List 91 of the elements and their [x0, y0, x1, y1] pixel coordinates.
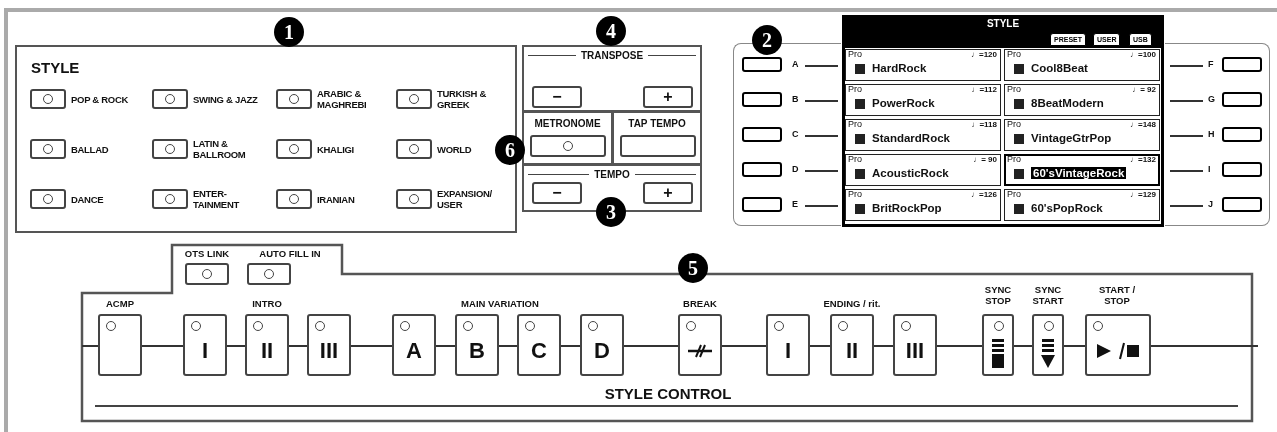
style-control-button: II [245, 314, 289, 376]
button-letter: D [792, 164, 799, 174]
button-label: WORLD [437, 142, 473, 157]
screen-text: ♩=112 [970, 85, 997, 94]
group-label: AUTO FILL IN [258, 248, 322, 259]
group-label: SYNC STOP [983, 284, 1013, 306]
group-label: SYNC START [1031, 284, 1065, 306]
button-label: SWING & JAZZ [193, 92, 259, 107]
button-label: ENTER- TAINMENT [193, 187, 241, 212]
screen-text: ♩=100 [1128, 50, 1156, 59]
button-label: POP & ROCK [71, 92, 129, 107]
button-letter: B [792, 94, 799, 104]
screen-text: Pro [1007, 189, 1021, 199]
screen-text: ♩= 90 [972, 155, 997, 164]
style-control-button: C [517, 314, 561, 376]
button-label: KHALIGI [317, 142, 355, 157]
callout-number: 2 [752, 25, 782, 55]
style-control-button: I [183, 314, 227, 376]
panel-title: METRONOME [533, 118, 602, 129]
panel-title: TAP TEMPO [627, 118, 687, 129]
screen-text: HardRock [872, 62, 927, 74]
group-label: ENDING / rit. [822, 298, 882, 309]
callout-number: 5 [678, 253, 708, 283]
style-control-button: B [455, 314, 499, 376]
panel-title: STYLE CONTROL [603, 385, 733, 402]
panel-title: STYLE [31, 59, 80, 76]
screen-text: ♩=148 [1128, 120, 1156, 129]
group-label: ACMP [105, 298, 135, 309]
button-letter: F [1208, 59, 1214, 69]
button-letter: C [792, 129, 799, 139]
callout-number: 1 [274, 17, 304, 47]
screen-text: Pro [1007, 49, 1021, 59]
screen-text: ♩=126 [969, 190, 997, 199]
style-control-button: II [830, 314, 874, 376]
button-label: IRANIAN [317, 192, 356, 207]
button-label: EXPANSION/ USER [437, 187, 493, 212]
screen-text: Pro [1007, 154, 1021, 164]
button-label: BALLAD [71, 142, 110, 157]
style-control-button: A [392, 314, 436, 376]
style-control-button: D [580, 314, 624, 376]
screen-text: ♩= 92 [1131, 85, 1156, 94]
panel-title: TEMPO [594, 169, 630, 180]
style-control-button: III [307, 314, 351, 376]
screen-text: Pro [848, 119, 862, 129]
panel-button: − [532, 182, 582, 204]
button-letter: I [1208, 164, 1211, 174]
style-control-button: I [766, 314, 810, 376]
display-screen [842, 15, 1164, 227]
button-letter: J [1208, 199, 1213, 209]
screen-text: Pro [848, 84, 862, 94]
panel-button: + [643, 86, 693, 108]
callout-number: 3 [596, 197, 626, 227]
button-group-panel [15, 45, 517, 233]
button-letter: H [1208, 129, 1215, 139]
screen-text: Pro [848, 154, 862, 164]
group-label: MAIN VARIATION [460, 298, 540, 309]
group-label: BREAK [682, 298, 718, 309]
button-letter: G [1208, 94, 1215, 104]
screen-text: PowerRock [872, 97, 935, 109]
button-label: LATIN & BALLROOM [193, 137, 247, 162]
screen-text: Cool8Beat [1031, 62, 1088, 74]
callout-number: 4 [596, 16, 626, 46]
button-letter: A [792, 59, 799, 69]
button-group-panel [80, 243, 1256, 423]
button-label: DANCE [71, 192, 105, 207]
group-label: INTRO [251, 298, 283, 309]
screen-text: ♩=129 [1128, 190, 1156, 199]
screen-title: STYLE [985, 18, 1021, 29]
panel-button: − [532, 86, 582, 108]
screen-text: Pro [848, 49, 862, 59]
panel-button: + [643, 182, 693, 204]
screen-text: ♩=120 [969, 50, 997, 59]
screen-text: ♩=132 [1128, 155, 1156, 164]
panel-title: TRANSPOSE [580, 50, 644, 61]
button-label: TURKISH & GREEK [437, 87, 488, 112]
screen-text: Pro [1007, 119, 1021, 129]
style-control-button: III [893, 314, 937, 376]
screen-text: ♩=118 [970, 120, 997, 129]
callout-number: 6 [495, 135, 525, 165]
screen-text: VintageGtrPop [1031, 132, 1112, 144]
group-label: START / STOP [1097, 284, 1137, 306]
screen-text: BritRockPop [872, 202, 942, 214]
screen-text: 60'sPopRock [1031, 202, 1103, 214]
screen-text: Pro [848, 189, 862, 199]
screen-text: StandardRock [872, 132, 950, 144]
button-label: ARABIC & MAGHREBI [317, 87, 368, 112]
button-letter: E [792, 199, 798, 209]
screen-text: 8BeatModern [1031, 97, 1104, 109]
screen-text: AcousticRock [872, 167, 949, 179]
screen-text: Pro [1007, 84, 1021, 94]
screen-text: 60'sVintageRock [1031, 167, 1127, 179]
